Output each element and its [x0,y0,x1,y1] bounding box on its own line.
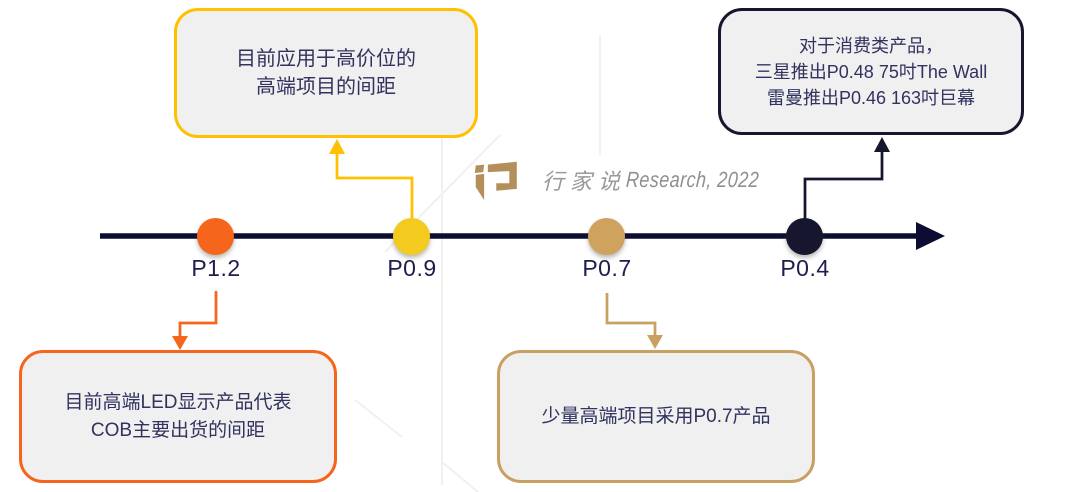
connector-p09 [329,139,414,220]
callout-p12-line: 目前高端LED显示产品代表 [64,391,292,413]
axis-arrowhead-icon [916,222,945,250]
callout-p07-line: 少量高端项目采用P0.7产品 [541,405,771,427]
callout-p07: 少量高端项目采用P0.7产品 [497,350,815,483]
timeline-dot-p07 [588,218,625,255]
callout-p09-line: 高端项目的间距 [256,76,396,98]
callout-p04-line: 雷曼推出P0.46 163吋巨幕 [766,87,976,108]
callout-p04-line: 三星推出P0.48 75吋The Wall [754,61,988,82]
background-watermark [354,35,601,492]
connector-p07-arrowhead-icon [647,335,663,349]
callout-p12-line: COB主要出货的间距 [90,419,266,441]
timeline-axis [100,222,945,250]
timeline-dot-p09 [393,218,430,255]
credit-watermark: 行家说 Research, 2022 [472,158,788,202]
credit-source-text: Research, 2022 [625,167,760,192]
callout-p09: 目前应用于高价位的 高端项目的间距 [174,8,478,138]
point-label-p09: P0.9 [387,255,437,281]
connector-p04 [803,137,890,220]
point-label-p04: P0.4 [780,255,830,281]
connector-p07 [605,293,663,349]
credit-brand-text: 行家说 [542,169,627,194]
point-label-p07: P0.7 [582,255,632,281]
callout-p04: 对于消费类产品， 三星推出P0.48 75吋The Wall 雷曼推出P0.46… [718,8,1024,135]
connector-p12-arrowhead-icon [172,336,188,350]
callout-p09-line: 目前应用于高价位的 [236,48,416,70]
point-label-p12: P1.2 [191,255,241,281]
callout-p12: 目前高端LED显示产品代表 COB主要出货的间距 [19,350,337,483]
connector-p12 [172,291,218,350]
hangjiashuo-logo-icon [474,161,517,201]
callout-p04-line: 对于消费类产品， [799,35,943,56]
timeline-dot-p12 [197,218,234,255]
timeline-dot-p04 [786,218,823,255]
connector-p04-arrowhead-icon [874,137,890,152]
connector-p09-arrowhead-icon [329,139,345,154]
